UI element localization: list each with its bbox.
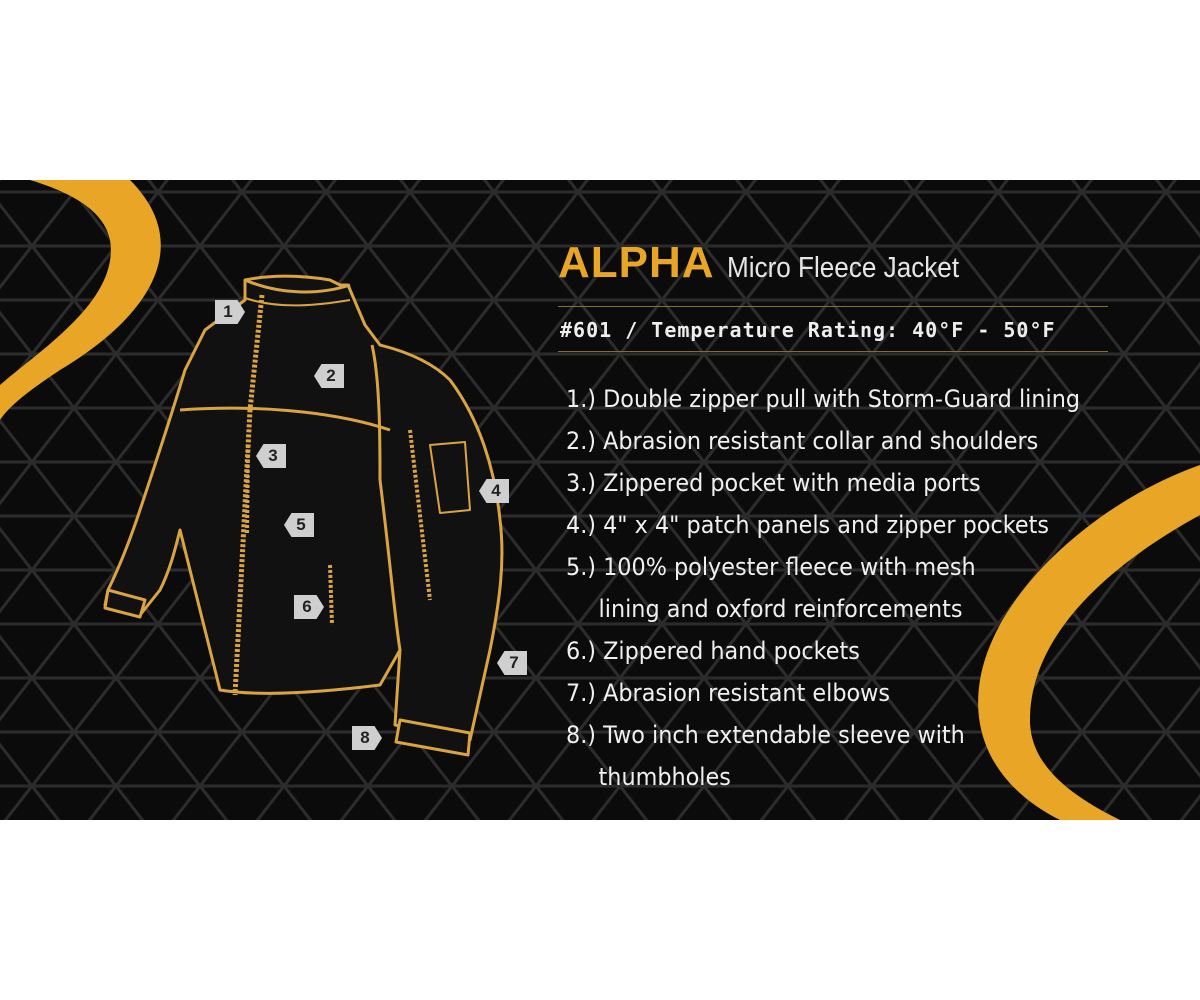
triangle-pattern-background: [0, 180, 1200, 820]
feature-item-continued: thumbholes: [598, 763, 731, 791]
feature-item-continued: lining and oxford reinforcements: [598, 595, 963, 623]
feature-list: 1.) Double zipper pull with Storm-Guard …: [566, 378, 1080, 798]
product-name: ALPHA: [558, 238, 715, 287]
feature-item: 8.) Two inch extendable sleeve with: [566, 721, 965, 749]
feature-item: 2.) Abrasion resistant collar and should…: [566, 427, 1039, 455]
callout-3: 3: [256, 444, 286, 468]
callout-6: 6: [294, 595, 324, 619]
feature-item: 6.) Zippered hand pockets: [566, 637, 860, 665]
product-type: Micro Fleece Jacket: [726, 252, 959, 284]
product-title: ALPHA Micro Fleece Jacket: [558, 238, 984, 288]
callout-8: 8: [352, 726, 382, 750]
infographic-banner: ALPHA Micro Fleece Jacket #601 / Temperat…: [0, 180, 1200, 820]
feature-item: 7.) Abrasion resistant elbows: [566, 679, 891, 707]
feature-item: 4.) 4" x 4" patch panels and zipper pock…: [566, 511, 1049, 539]
callout-4: 4: [479, 479, 509, 503]
temperature-rating: #601 / Temperature Rating: 40°F - 50°F: [560, 318, 1056, 342]
gold-swoosh-top-left: [0, 180, 161, 420]
gold-swoosh-bottom-right: [978, 465, 1200, 820]
callout-2: 2: [314, 364, 344, 388]
feature-item: 3.) Zippered pocket with media ports: [566, 469, 981, 497]
callout-1: 1: [215, 300, 245, 324]
callout-5: 5: [284, 513, 314, 537]
feature-item: 1.) Double zipper pull with Storm-Guard …: [566, 385, 1081, 413]
divider-top: [558, 306, 1108, 307]
divider-bottom: [558, 351, 1108, 352]
jacket-outline-drawing: [103, 274, 504, 757]
callout-7: 7: [497, 651, 527, 675]
feature-item: 5.) 100% polyester fleece with mesh: [566, 553, 976, 581]
